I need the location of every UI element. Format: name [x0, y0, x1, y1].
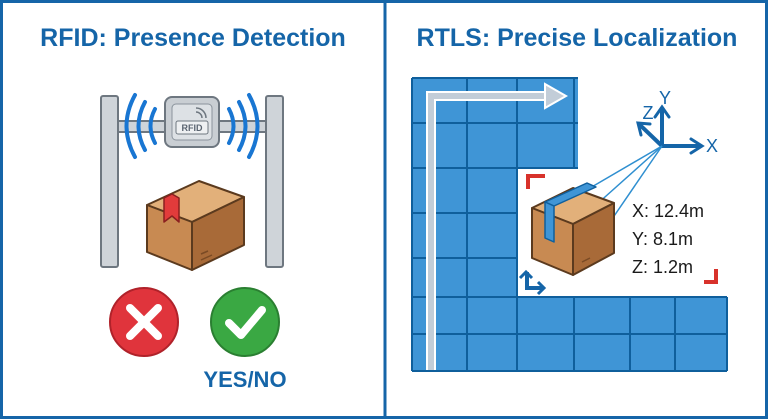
rfid-reader-icon: RFID — [164, 96, 220, 148]
wave-icon — [124, 93, 260, 159]
cross-icon — [109, 287, 179, 357]
rtls-title: RTLS: Precise Localization — [386, 24, 768, 53]
axis-label-z: Z — [643, 103, 654, 123]
path-arrow-icon — [426, 82, 569, 370]
rfid-tag-label: RFID — [182, 123, 203, 133]
coord-y: Y: 8.1m — [632, 229, 693, 249]
axis-label-x: X — [706, 136, 718, 156]
corner-bracket-icon — [518, 174, 718, 296]
coord-x: X: 12.4m — [632, 201, 704, 221]
check-icon — [210, 287, 280, 357]
axis-label-y: Y — [659, 88, 671, 108]
rfid-title: RFID: Presence Detection — [0, 24, 386, 53]
rtls-title-prefix: RTLS — [416, 24, 482, 52]
axes-icon — [636, 104, 705, 155]
rfid-title-rest: : Presence Detection — [98, 24, 346, 52]
yes-no-label: YES/NO — [203, 367, 287, 392]
tracked-package-icon — [531, 182, 615, 276]
rtls-title-rest: : Precise Localization — [481, 24, 738, 52]
package-icon — [146, 180, 245, 271]
floor-grid — [411, 77, 728, 372]
rfid-title-prefix: RFID — [40, 24, 99, 52]
coord-z: Z: 1.2m — [632, 257, 693, 277]
gate-post-right — [265, 95, 284, 268]
gate-post-left — [100, 95, 119, 268]
